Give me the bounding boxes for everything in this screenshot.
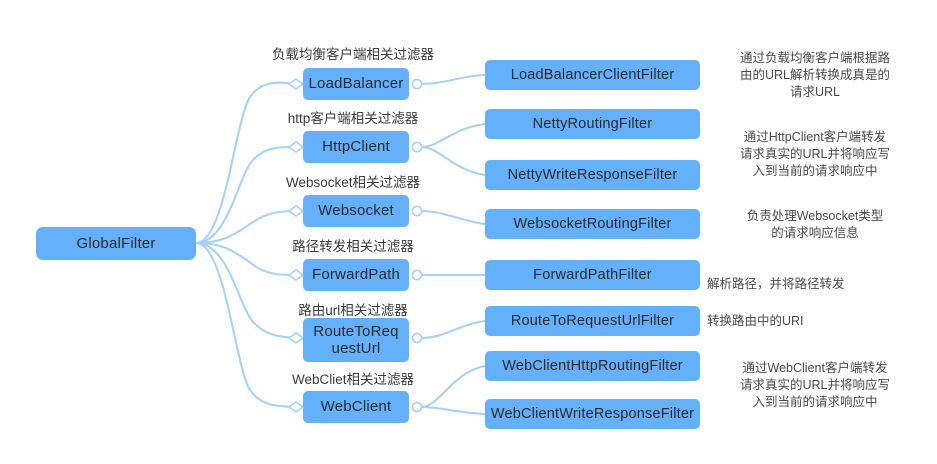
marker-circle-loadbalancer [411, 78, 423, 90]
link-routetorequesturl-routetorequesturlfilter [419, 319, 487, 340]
node-webclient[interactable]: WebClient [303, 391, 409, 423]
marker-diamond-routetorequesturl [287, 332, 305, 344]
description-forwardpath: 解析路径，并将路径转发 [707, 277, 845, 291]
node-webclientwriteresponsefilter-label: WebClientWriteResponseFilter [490, 405, 695, 422]
link-root-httpclient [194, 145, 298, 245]
node-nettywriteresponsefilter-label: NettyWriteResponseFilter [507, 166, 678, 183]
node-forwardpathfilter-label: ForwardPathFilter [533, 266, 652, 283]
caption-webclient: WebCliet相关过滤器 [291, 372, 415, 387]
link-loadbalancer-loadbalancerclientfilter [419, 73, 487, 86]
node-loadbalancer[interactable]: LoadBalancer [303, 68, 409, 100]
link-websocket-websocketroutingfilter [419, 209, 487, 226]
marker-diamond-loadbalancer [287, 78, 305, 90]
node-webclientwriteresponsefilter[interactable]: WebClientWriteResponseFilter [485, 399, 700, 429]
link-webclient-webclientwriteresponsefilter [419, 405, 487, 416]
node-httpclient-label: HttpClient [322, 138, 390, 156]
link-httpclient-nettyroutingfilter [419, 122, 487, 149]
node-forwardpath-label: ForwardPath [311, 266, 401, 284]
node-nettyroutingfilter-label: NettyRoutingFilter [532, 115, 653, 132]
description-websocket: 负责处理Websocket类型 的请求响应信息 [746, 209, 884, 240]
node-routetorequesturl-label: RouteToRequestUrl [313, 322, 399, 357]
node-forwardpathfilter[interactable]: ForwardPathFilter [485, 260, 700, 290]
node-routetorequesturl[interactable]: RouteToRequestUrl [303, 318, 409, 362]
marker-diamond-webclient [287, 401, 305, 413]
node-globalfilter-label: GlobalFilter [76, 234, 156, 252]
node-nettywriteresponsefilter[interactable]: NettyWriteResponseFilter [485, 160, 700, 190]
node-websocket-label: Websocket [318, 202, 394, 220]
marker-circle-routetorequesturl [411, 332, 423, 344]
link-root-routetorequesturl [194, 241, 298, 340]
node-websocketroutingfilter-label: WebsocketRoutingFilter [513, 215, 672, 232]
caption-websocket: Websocket相关过滤器 [285, 175, 421, 190]
node-routetorequesturlfilter[interactable]: RouteToRequestUrlFilter [485, 306, 700, 336]
marker-diamond-httpclient [287, 141, 305, 153]
marker-circle-websocket [411, 205, 423, 217]
node-routetorequesturlfilter-label: RouteToRequestUrlFilter [510, 312, 675, 329]
description-httpclient: 通过HttpClient客户端转发 请求真实的URL并将响应写 入到当前的请求响… [739, 130, 890, 178]
node-loadbalancer-label: LoadBalancer [308, 75, 404, 93]
node-globalfilter[interactable]: GlobalFilter [36, 227, 196, 260]
node-loadbalancerclientfilter-label: LoadBalancerClientFilter [510, 66, 675, 83]
marker-diamond-websocket [287, 205, 305, 217]
node-httpclient[interactable]: HttpClient [303, 131, 409, 163]
node-webclienthttproutingfilter-label: WebClientHttpRoutingFilter [502, 357, 683, 374]
caption-loadbalancer: 负载均衡客户端相关过滤器 [272, 47, 434, 62]
marker-circle-webclient [411, 401, 423, 413]
description-loadbalancer: 通过负载均衡客户端根据路 由的URL解析转换成真是的 请求URL [739, 51, 890, 99]
marker-circle-httpclient [411, 141, 423, 153]
node-nettyroutingfilter[interactable]: NettyRoutingFilter [485, 109, 700, 139]
node-websocket[interactable]: Websocket [303, 195, 409, 227]
caption-routetorequesturl: 路由url相关过滤器 [298, 303, 408, 318]
node-webclienthttproutingfilter[interactable]: WebClientHttpRoutingFilter [485, 351, 700, 381]
caption-forwardpath: 路径转发相关过滤器 [292, 239, 414, 254]
marker-diamond-forwardpath [287, 269, 305, 281]
node-forwardpath[interactable]: ForwardPath [303, 259, 409, 291]
description-webclient: 通过WebClient客户端转发 请求真实的URL并将响应写 入到当前的请求响应… [739, 361, 890, 409]
caption-httpclient: http客户端相关过滤器 [287, 111, 419, 126]
node-websocketroutingfilter[interactable]: WebsocketRoutingFilter [485, 209, 700, 239]
node-loadbalancerclientfilter[interactable]: LoadBalancerClientFilter [485, 60, 700, 90]
description-routetorequesturl: 转换路由中的URI [707, 314, 804, 328]
node-webclient-label: WebClient [320, 398, 392, 416]
marker-circle-forwardpath [411, 269, 423, 281]
